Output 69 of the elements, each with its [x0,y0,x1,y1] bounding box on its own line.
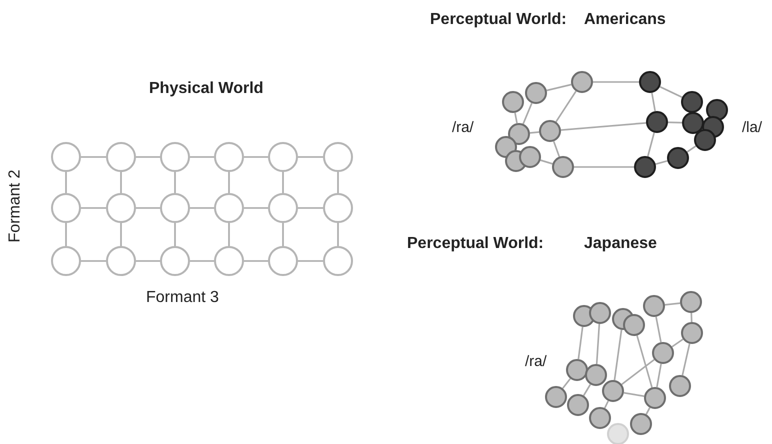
connector-line [660,86,682,98]
connector-line [190,260,214,262]
connector-line [244,207,268,209]
connector-line [81,260,106,262]
connector-line [636,335,653,388]
connector-line [621,359,655,385]
connector-line [136,156,160,158]
connector-line [174,172,176,193]
connector-line [282,172,284,193]
axis-label: Formant 2 [7,170,24,242]
label-text: Japanese [584,236,657,252]
connector-line [582,384,592,396]
connector-line [174,223,176,246]
connector-line [282,223,284,246]
connector-line [298,260,323,262]
connector-line [522,102,533,124]
connector-line [120,172,122,193]
connector-line [228,172,230,193]
connector-line [690,312,692,322]
connector-line [540,159,553,165]
connector-line [651,92,656,112]
connector-line [120,223,122,246]
connector-line [244,260,268,262]
connector-line [81,156,106,158]
connector-line [552,141,560,157]
connector-line [337,223,339,246]
label-text: /ra/ [525,354,547,369]
label-text: /la/ [742,120,762,135]
connector-line [578,326,584,360]
connector-line [655,160,668,165]
connector-line [190,207,214,209]
connector-line [136,207,160,209]
connector-line [596,324,600,364]
connector-line [655,316,662,342]
label-text: Americans [584,12,666,28]
label-text: /ra/ [452,120,474,135]
connector-line [647,132,655,157]
connector-line [614,330,622,380]
connector-line [664,302,680,306]
connector-line [136,260,160,262]
connector-line [560,122,646,131]
connector-line [668,122,682,124]
connector-line [646,407,650,415]
connector-line [546,84,572,92]
connector-line [686,145,696,153]
label-text: Perceptual World: [430,12,567,28]
connector-line [604,400,609,408]
connector-line [530,131,540,134]
connector-line [624,392,644,397]
connector-line [656,364,662,388]
connector-line [514,112,518,124]
connector-line [682,344,690,376]
connector-line [298,207,323,209]
connector-line [298,156,323,158]
connector-line [228,223,230,246]
connector-line [337,172,339,193]
connector-line [574,166,634,168]
connector-line [672,338,684,348]
label-text: Formant 3 [146,290,219,306]
label-text: Physical World [149,81,264,97]
connector-line [65,172,67,193]
connector-line [65,223,67,246]
label-text: Perceptual World: [407,236,544,252]
connector-line [555,90,577,122]
connector-line [244,156,268,158]
connector-line [593,81,639,83]
connector-line [562,378,571,389]
connector-line [190,156,214,158]
connector-line [81,207,106,209]
